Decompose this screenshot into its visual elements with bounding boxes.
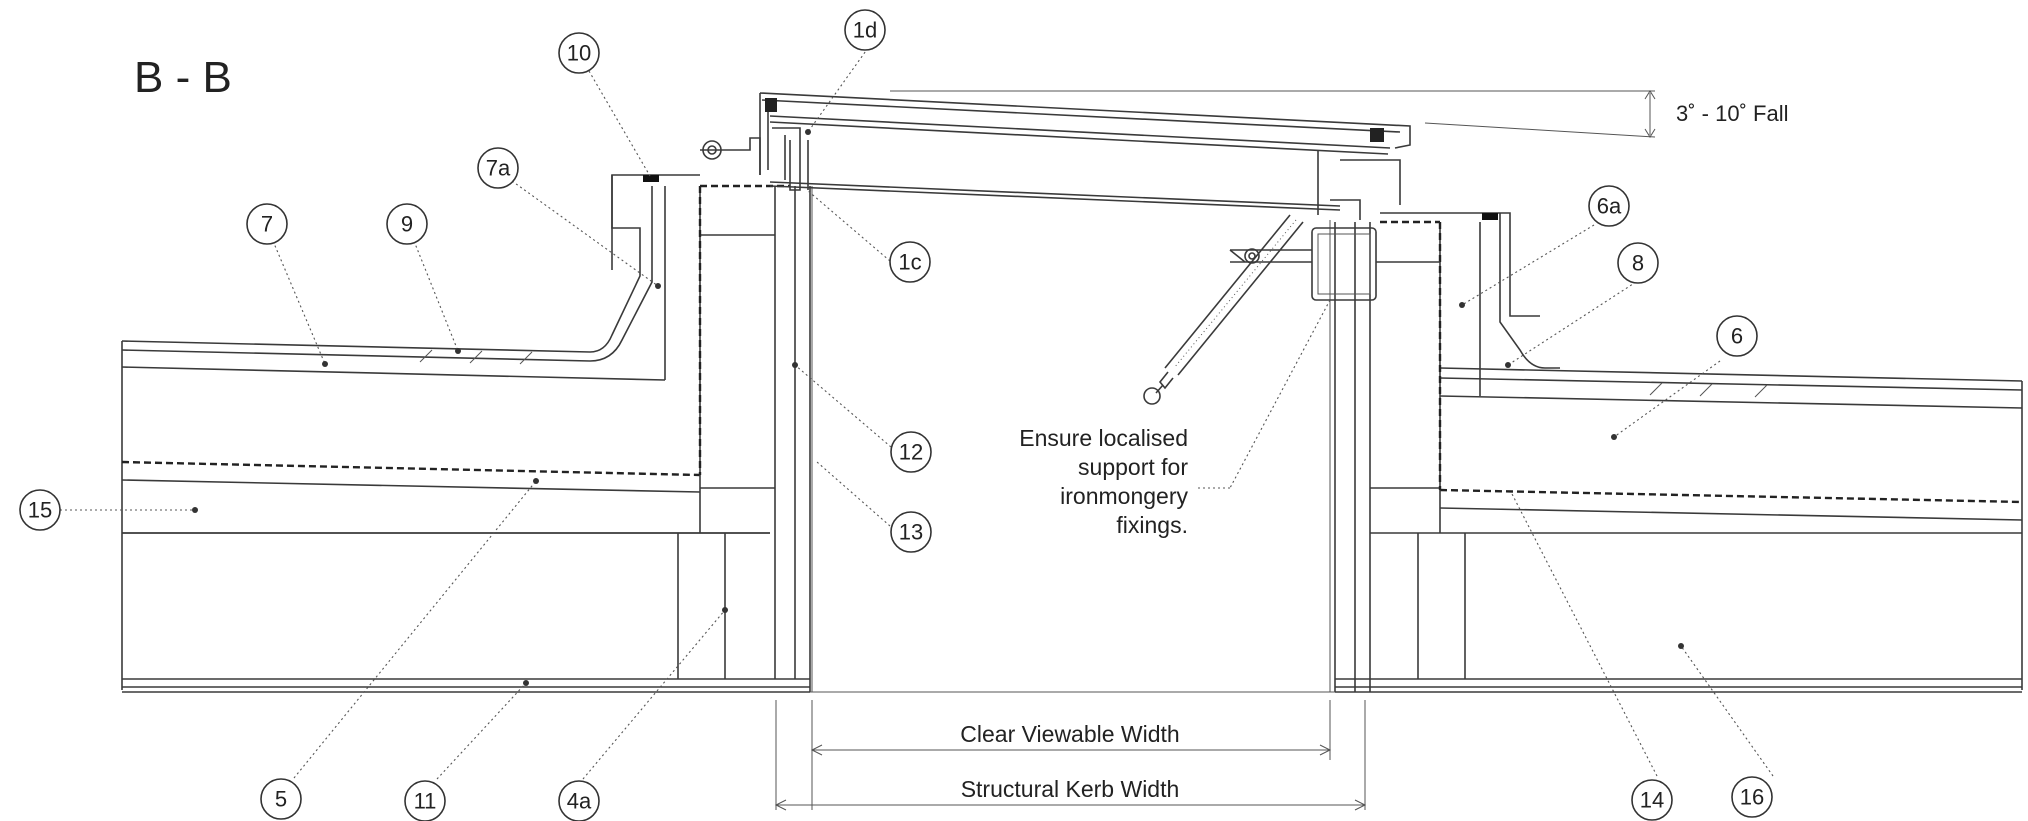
callout-9-label: 9	[401, 212, 413, 237]
callout-16-label: 16	[1740, 785, 1764, 810]
callout-leaders	[60, 47, 1774, 780]
callout-10-label: 10	[567, 41, 591, 66]
callout-13-label: 13	[899, 520, 923, 545]
callout-6-label: 6	[1731, 324, 1743, 349]
clear-viewable-width-label: Clear Viewable Width	[960, 721, 1179, 747]
callout-12-label: 12	[899, 440, 923, 465]
callout-6: 6	[1716, 315, 1758, 357]
width-dimensions: Clear Viewable Width Structural Kerb Wid…	[774, 700, 1367, 811]
rooflight-assembly	[700, 92, 1411, 220]
callout-7a-label: 7a	[486, 156, 511, 181]
callout-4a-label: 4a	[567, 789, 592, 814]
callout-7-label: 7	[261, 212, 273, 237]
section-title: B - B	[134, 53, 232, 102]
structural-kerb-width-label: Structural Kerb Width	[961, 776, 1180, 802]
callout-10: 10	[558, 32, 600, 74]
callout-5-label: 5	[275, 787, 287, 812]
actuator-arm	[1143, 214, 1440, 405]
note-line-4: fixings.	[1116, 512, 1188, 538]
callout-1c-label: 1c	[898, 250, 921, 275]
callout-8: 8	[1617, 242, 1659, 284]
note-line-2: support for	[1078, 454, 1188, 480]
callout-7: 7	[246, 203, 288, 245]
callout-14: 14	[1631, 779, 1673, 821]
callout-7a: 7a	[477, 147, 519, 189]
callout-8-label: 8	[1632, 251, 1644, 276]
callout-11-label: 11	[414, 789, 437, 814]
right-roof-buildup	[1334, 212, 2023, 693]
callout-14-label: 14	[1640, 788, 1664, 813]
callout-11: 11	[404, 780, 446, 821]
callout-15: 15	[19, 489, 61, 531]
callout-12: 12	[890, 431, 932, 473]
callout-1d-label: 1d	[853, 18, 877, 43]
callout-15-label: 15	[28, 498, 52, 523]
left-roof-buildup	[121, 174, 811, 693]
callout-dots	[192, 129, 1684, 686]
note-line-3: ironmongery	[1060, 483, 1188, 509]
callout-5: 5	[260, 778, 302, 820]
opening-lines	[810, 186, 1335, 693]
fall-dimension: 3˚ - 10˚ Fall	[890, 90, 1788, 138]
callout-6a: 6a	[1588, 185, 1630, 227]
callout-1c: 1c	[889, 241, 931, 283]
callout-1d: 1d	[844, 9, 886, 51]
callout-4a: 4a	[558, 780, 600, 821]
note-line-1: Ensure localised	[1019, 425, 1188, 451]
ironmongery-note: Ensure localised support for ironmongery…	[1019, 299, 1331, 538]
callout-6a-label: 6a	[1597, 194, 1622, 219]
fall-label: 3˚ - 10˚ Fall	[1676, 101, 1788, 126]
callout-16: 16	[1731, 776, 1773, 818]
callout-13: 13	[890, 511, 932, 553]
callout-9: 9	[386, 203, 428, 245]
